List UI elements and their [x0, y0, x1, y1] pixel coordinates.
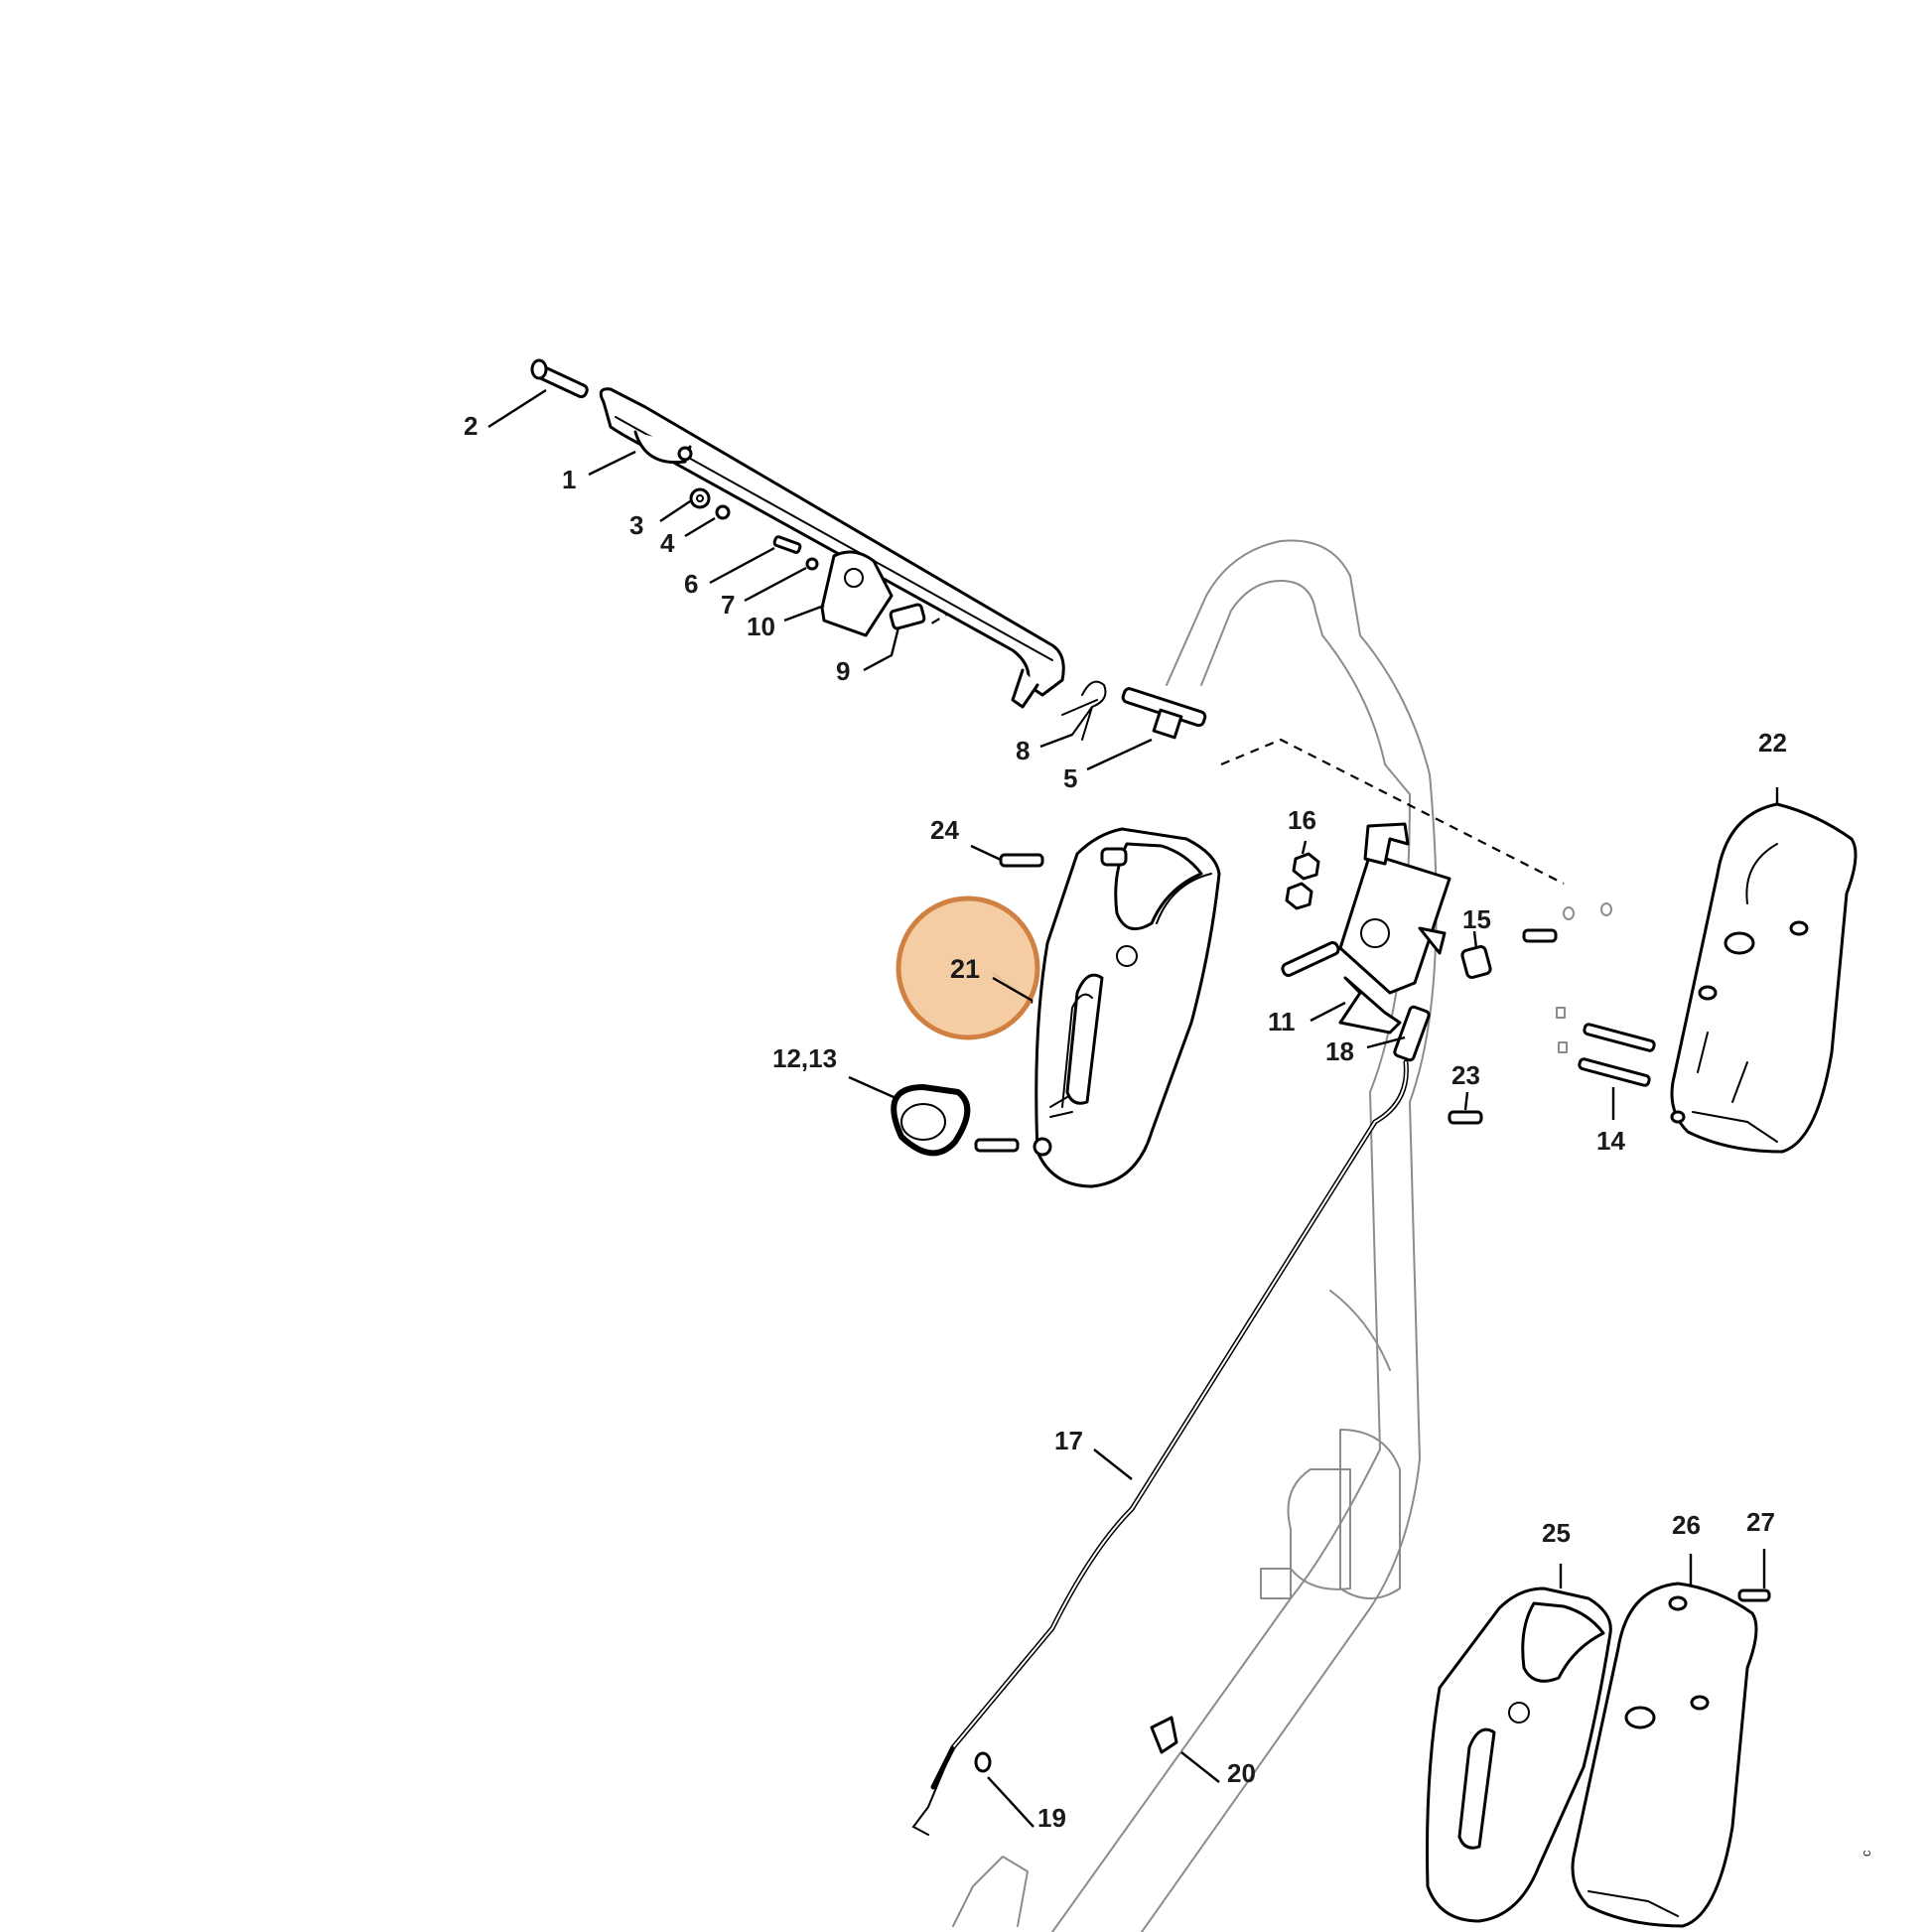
rear-cover [1670, 802, 1858, 1154]
cable-clip [1150, 1716, 1178, 1754]
hex-nut [1292, 852, 1320, 881]
switch-plate [1281, 822, 1451, 1035]
callout-9[interactable]: 9 [836, 656, 850, 686]
callout-19[interactable]: 19 [1037, 1803, 1066, 1833]
bowden-cable-core [952, 1061, 1408, 1748]
callout-2[interactable]: 2 [464, 411, 478, 441]
callout-18[interactable]: 18 [1325, 1036, 1354, 1066]
circlip [715, 504, 731, 520]
callout-7[interactable]: 7 [721, 590, 735, 620]
bowden-cable [930, 1059, 1409, 1790]
long-screw [1583, 1023, 1656, 1052]
spring [889, 603, 926, 630]
callout-21[interactable]: 21 [950, 954, 980, 984]
callout-17[interactable]: 17 [1054, 1426, 1083, 1455]
leader-lines [487, 388, 1779, 1828]
long-screw [1578, 1057, 1651, 1087]
hex-nut [1285, 882, 1313, 910]
control-housing [1033, 827, 1221, 1188]
callout-26[interactable]: 26 [1672, 1510, 1701, 1540]
pin [530, 358, 589, 399]
spacer [1460, 944, 1492, 980]
callout-14[interactable]: 14 [1596, 1126, 1625, 1156]
washer [689, 487, 711, 509]
callout-3[interactable]: 3 [629, 510, 643, 540]
callout-27[interactable]: 27 [1746, 1507, 1775, 1537]
control-knob [891, 1084, 971, 1157]
screw [1448, 1110, 1483, 1125]
small-washer [805, 557, 819, 571]
screw [1522, 928, 1558, 943]
knob-screw [974, 1138, 1020, 1153]
coil-pin [1061, 680, 1107, 741]
screw [772, 535, 802, 554]
callout-16[interactable]: 16 [1288, 805, 1316, 835]
highlight-leader [992, 976, 1034, 1003]
lower-fragment [952, 1856, 1029, 1927]
bracket-hole [844, 568, 864, 588]
washer-hole [696, 494, 704, 502]
callout-4[interactable]: 4 [660, 528, 675, 558]
callout-22[interactable]: 22 [1758, 728, 1787, 758]
callout-1[interactable]: 1 [562, 465, 576, 494]
callout-24[interactable]: 24 [930, 815, 959, 845]
callout-10[interactable]: 10 [747, 612, 775, 641]
callout-20[interactable]: 20 [1227, 1758, 1256, 1788]
housing-screw [999, 853, 1044, 868]
callout-12-13[interactable]: 12,13 [772, 1043, 837, 1073]
dashed-connector [1220, 738, 1565, 885]
callout-8[interactable]: 8 [1016, 736, 1030, 765]
handle-frame [1051, 539, 1612, 1932]
callout-23[interactable]: 23 [1451, 1060, 1480, 1090]
lower-control-housing [1426, 1587, 1612, 1923]
bail-bar [599, 387, 1065, 709]
shoulder-bolt [1121, 687, 1207, 740]
cable-end [911, 1746, 954, 1836]
callout-25[interactable]: 25 [1542, 1518, 1571, 1548]
lower-rear-cover [1571, 1582, 1758, 1928]
callout-5[interactable]: 5 [1063, 763, 1077, 793]
cable-nipple [974, 1751, 992, 1773]
edge-mark: c [1859, 1850, 1873, 1857]
callout-11[interactable]: 11 [1268, 1007, 1296, 1036]
highlight-circle[interactable] [896, 896, 1040, 1040]
screw [1737, 1588, 1771, 1602]
bracket [820, 550, 894, 637]
callout-6[interactable]: 6 [684, 569, 698, 599]
callout-15[interactable]: 15 [1462, 904, 1491, 934]
callout-labels: 1 2 3 4 5 6 7 8 9 10 11 12,13 14 15 16 1… [464, 411, 1787, 1833]
cable-adjuster [1393, 1005, 1431, 1062]
